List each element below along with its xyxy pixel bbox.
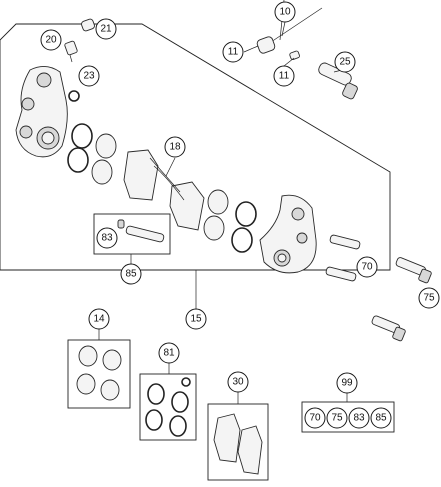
svg-text:85: 85 xyxy=(125,269,137,280)
leader-18 xyxy=(165,157,176,177)
leader-10 xyxy=(281,21,286,37)
callout-10[interactable]: 10 xyxy=(274,1,296,23)
svg-text:75: 75 xyxy=(331,413,343,424)
svg-text:14: 14 xyxy=(93,314,105,325)
caliper-assembly-frame xyxy=(0,23,391,271)
callout-70[interactable]: 70 xyxy=(356,256,378,278)
guide-pins xyxy=(325,234,361,282)
seal-ring xyxy=(68,90,80,102)
svg-text:15: 15 xyxy=(190,314,202,325)
piston-seals-left xyxy=(67,123,117,185)
callout-99[interactable]: 99 xyxy=(336,372,358,394)
pin-kit-parts xyxy=(117,219,165,243)
svg-text:23: 23 xyxy=(83,71,95,82)
callout-11-lower[interactable]: 11 xyxy=(273,65,295,87)
svg-text:83: 83 xyxy=(353,413,365,424)
brake-line-assembly xyxy=(256,0,358,100)
callout-21[interactable]: 21 xyxy=(95,18,117,40)
callout-11-upper[interactable]: 11 xyxy=(222,41,244,63)
leader-11a xyxy=(243,45,259,53)
svg-text:10: 10 xyxy=(279,7,291,18)
callout-18[interactable]: 18 xyxy=(164,136,186,158)
svg-text:18: 18 xyxy=(169,142,181,153)
piston-kit-box xyxy=(67,339,131,409)
svg-text:81: 81 xyxy=(163,348,175,359)
bleeder-valve xyxy=(64,18,95,63)
callout-23[interactable]: 23 xyxy=(78,65,100,87)
caliper-housing-left xyxy=(15,66,68,158)
svg-text:83: 83 xyxy=(101,233,113,244)
svg-text:25: 25 xyxy=(339,57,351,68)
svg-text:75: 75 xyxy=(423,293,435,304)
svg-text:11: 11 xyxy=(279,71,290,82)
kit-callout-70[interactable]: 70 xyxy=(304,407,326,429)
mounting-bolts xyxy=(371,257,432,342)
brake-pads xyxy=(123,149,205,231)
leader-11b xyxy=(283,57,295,67)
callout-20[interactable]: 20 xyxy=(40,29,62,51)
svg-text:30: 30 xyxy=(232,377,244,388)
svg-text:99: 99 xyxy=(341,378,353,389)
callout-30[interactable]: 30 xyxy=(227,371,249,393)
caliper-housing-right xyxy=(259,194,317,274)
kit-callout-75[interactable]: 75 xyxy=(326,407,348,429)
callout-15[interactable]: 15 xyxy=(185,308,207,330)
svg-text:21: 21 xyxy=(100,24,112,35)
callout-83[interactable]: 83 xyxy=(96,227,118,249)
piston-kit-parts xyxy=(76,345,122,401)
callout-25[interactable]: 25 xyxy=(334,51,356,73)
svg-text:20: 20 xyxy=(45,35,57,46)
svg-text:85: 85 xyxy=(375,413,387,424)
callout-14[interactable]: 14 xyxy=(88,308,110,330)
kit-callout-83[interactable]: 83 xyxy=(348,407,370,429)
seal-kit-parts xyxy=(145,377,191,437)
svg-text:70: 70 xyxy=(361,262,373,273)
svg-text:70: 70 xyxy=(309,413,321,424)
piston-seals-right xyxy=(203,189,257,253)
callout-81[interactable]: 81 xyxy=(158,342,180,364)
kit-callout-85[interactable]: 85 xyxy=(370,407,392,429)
pad-kit-parts xyxy=(213,413,263,475)
callout-75[interactable]: 75 xyxy=(418,287,440,309)
svg-text:11: 11 xyxy=(228,47,239,58)
callout-85[interactable]: 85 xyxy=(120,263,142,285)
